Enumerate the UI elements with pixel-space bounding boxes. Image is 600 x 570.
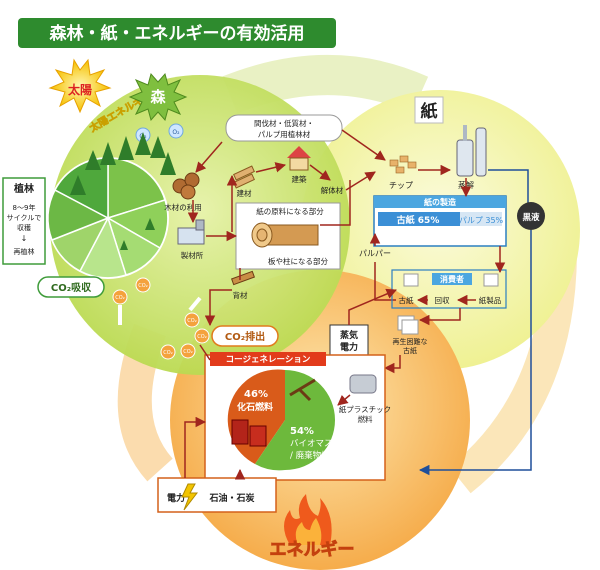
external-input-box [157,477,277,513]
forest-trees-icon [70,132,176,250]
svg-text:燃料: 燃料 [358,414,373,424]
planting-box [2,177,46,265]
svg-text:CO₂排出: CO₂排出 [225,330,265,343]
svg-text:再生困難な: 再生困難な [393,337,428,346]
o2-bubble-icon [168,123,184,139]
digester-icon [456,125,487,177]
svg-text:54%: 54% [290,426,314,437]
co2-emit-badge [211,325,279,347]
hard-recycle-paper-icon [397,315,419,335]
svg-text:古紙: 古紙 [399,295,414,305]
lightning-icon [181,483,199,511]
steam-power-box [329,324,369,356]
back-material-icon [230,270,256,286]
svg-text:間伐材・低質材・: 間伐材・低質材・ [254,118,314,128]
svg-text:CO₂: CO₂ [197,334,206,340]
paper-sheet-icon [403,273,499,287]
svg-text:木材の利用: 木材の利用 [164,202,202,212]
svg-text:紙の原料になる部分: 紙の原料になる部分 [256,206,324,216]
svg-text:CO₂吸収: CO₂吸収 [51,282,92,294]
thinning-box [225,114,343,142]
biomass-wood-icon [289,378,316,402]
pulp-share-bar [460,212,502,226]
title-bar [18,18,336,48]
svg-text:CO₂: CO₂ [138,283,147,289]
house-icon [287,146,311,171]
lumber-icon [233,165,255,189]
svg-text:石油・石炭: 石油・石炭 [208,492,254,504]
energy-label: エネルギー [270,540,355,560]
co2-bubbles: CO₂ CO₂ CO₂ CO₂ CO₂ CO₂ [112,277,210,360]
svg-text:建材: 建材 [237,188,252,198]
svg-text:黒液: 黒液 [522,212,540,223]
svg-text:サイクルで: サイクルで [7,214,42,222]
svg-text:電力: 電力 [340,341,358,353]
page-title: 森林・紙・エネルギーの有効活用 [50,23,305,44]
svg-text:植林: 植林 [13,182,35,195]
svg-text:バイオマス燃料: バイオマス燃料 [290,438,350,449]
svg-text:古紙 65%: 古紙 65% [397,214,440,226]
paper-plastic-fuel-icon [349,374,377,394]
svg-text:製材所: 製材所 [181,250,204,260]
svg-text:CO₂: CO₂ [187,318,196,324]
svg-text:O₂: O₂ [172,129,180,136]
forest-badge-icon [128,72,188,122]
svg-text:蒸気: 蒸気 [340,329,358,341]
sun-label: 太陽 [68,82,92,97]
svg-text:CO₂: CO₂ [183,349,192,355]
svg-text:8～9年: 8～9年 [13,203,36,212]
svg-text:再植林: 再植林 [14,247,35,256]
svg-text:パルプ用植林材: パルプ用植林材 [258,129,311,139]
log-section-icon [251,222,319,248]
co2-absorb-badge [37,276,105,298]
svg-text:消費者: 消費者 [440,274,464,284]
svg-text:チップ: チップ [389,181,413,190]
svg-text:↓: ↓ [21,234,28,243]
svg-text:CO₂: CO₂ [115,295,124,301]
flame-icon [284,494,332,545]
svg-text:46%: 46% [244,389,268,400]
paper-label: 紙 [421,101,438,122]
coal-drum-icon [231,419,267,447]
svg-text:建築: 建築 [292,174,307,184]
svg-text:コージェネレーション: コージェネレーション [226,354,311,365]
svg-text:紙プラスチック: 紙プラスチック [339,404,391,414]
sun-icon [48,58,112,114]
svg-text:電力: 電力 [167,492,185,504]
wood-chip-icon [389,155,417,174]
svg-text:板や柱になる部分: 板や柱になる部分 [268,256,328,266]
svg-text:紙の製造: 紙の製造 [424,197,456,207]
black-liquor-badge [517,202,545,230]
rotation-pie [47,157,169,279]
svg-text:紙製品: 紙製品 [479,295,502,305]
waste-paper-share-bar [378,212,460,226]
svg-text:CO₂: CO₂ [163,350,172,356]
svg-text:古紙: 古紙 [403,346,417,355]
svg-text:背材: 背材 [233,290,248,300]
svg-text:化石燃料: 化石燃料 [237,401,273,413]
paper-label-box [414,96,444,124]
demolition-label: 解体材 [321,185,344,195]
svg-text:パルプ 35%: パルプ 35% [459,216,504,225]
svg-text:回収: 回収 [435,296,450,305]
svg-text:収穫: 収穫 [17,223,31,232]
svg-text:/ 廃棄物燃料: / 廃棄物燃料 [290,450,339,461]
pulper-label: パルパー [359,249,391,258]
logs-icon [172,172,200,200]
forest-label: 森 [150,88,166,106]
sawmill-icon [177,219,205,245]
